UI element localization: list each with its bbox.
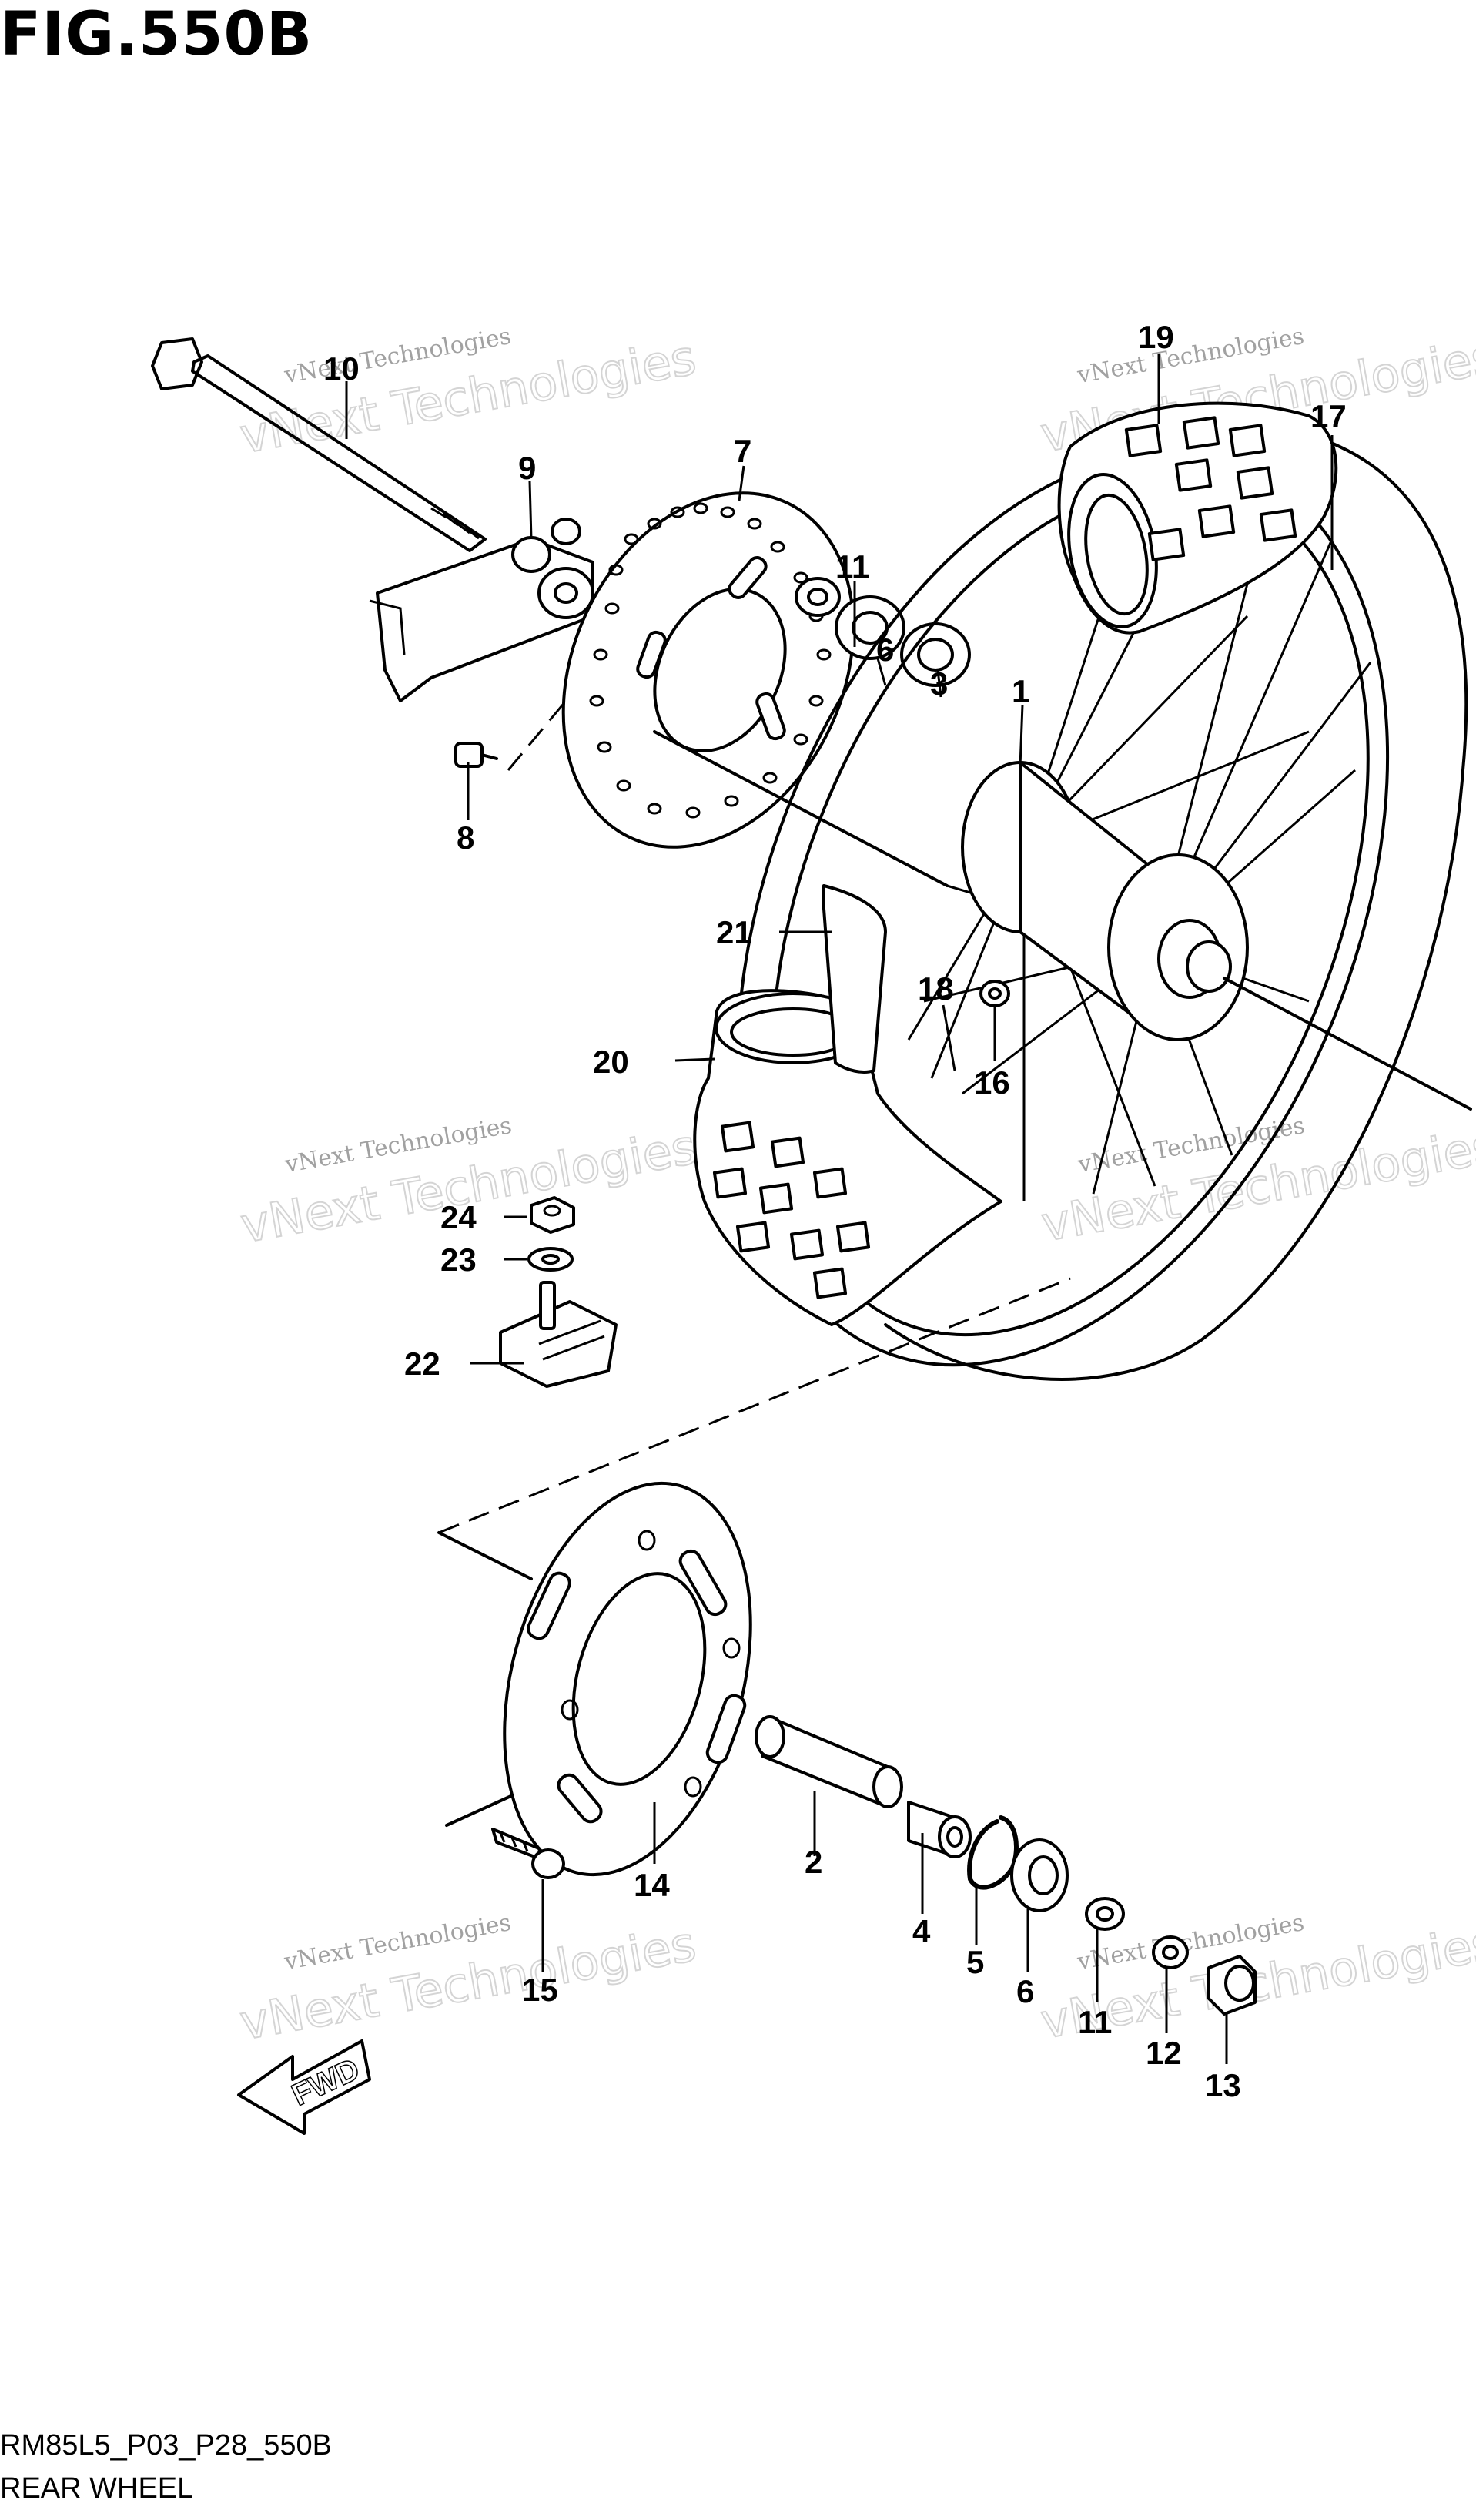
axle-centerline (653, 730, 949, 887)
spoke-nipple-part (979, 980, 1010, 1007)
rim-band-part (822, 884, 887, 1074)
bearing-lower-part (1010, 1838, 1069, 1912)
figure-code: RM85L5_P03_P28_550B (0, 2429, 333, 2461)
collar-lower-part (1085, 1897, 1125, 1931)
callout-16: 16 (974, 1064, 1010, 1101)
leader-dash-wheel-sprocket (438, 1277, 1071, 1534)
callout-14: 14 (634, 1867, 670, 1903)
tube-valve-part (499, 1281, 618, 1388)
sprocket-part (503, 1481, 752, 1877)
chain-adjuster-part (369, 518, 594, 702)
callout-13: 13 (1205, 2067, 1241, 2103)
callout-6-upper: 6 (876, 632, 894, 668)
axle-nut-part (1207, 1955, 1257, 2016)
callout-1: 1 (1012, 673, 1029, 709)
collar-upper-part (795, 577, 841, 617)
fwd-direction-arrow: FWD (237, 2039, 371, 2135)
callout-19: 19 (1138, 319, 1174, 355)
callout-11-lower: 11 (1078, 2004, 1112, 2040)
callout-leader-lines (345, 354, 1334, 2064)
callout-21: 21 (716, 914, 752, 950)
callout-24: 24 (440, 1199, 477, 1235)
callout-labels: 1 2 3 4 5 6 6 7 8 9 10 11 11 12 13 14 15… (323, 319, 1347, 2103)
callout-17: 17 (1310, 398, 1347, 434)
small-bolt-part (454, 742, 498, 768)
callout-7: 7 (734, 433, 751, 469)
callout-10: 10 (323, 350, 360, 387)
bearing-4-part (907, 1801, 972, 1858)
callout-18: 18 (918, 970, 954, 1007)
nut-part (530, 1196, 575, 1234)
axle-part (151, 337, 487, 552)
callout-20: 20 (593, 1044, 629, 1080)
watermark-bottom-left: vNext Technologies vNext Technologies (235, 1909, 701, 2052)
brake-disc-part (561, 491, 855, 849)
callout-6-lower: 6 (1016, 1973, 1034, 2009)
figure-title: FIG.550B (0, 0, 313, 69)
spacer-part (755, 1715, 903, 1808)
tire-knobs-top-part (1057, 401, 1338, 635)
callout-3: 3 (930, 665, 948, 702)
figure-name: REAR WHEEL (0, 2472, 194, 2505)
callout-11-upper: 11 (835, 548, 869, 585)
hub-part (961, 761, 1249, 1041)
callout-4: 4 (912, 1913, 931, 1949)
callout-8: 8 (457, 819, 474, 856)
callout-23: 23 (440, 1242, 477, 1278)
callout-12: 12 (1146, 2035, 1182, 2071)
callout-2: 2 (805, 1844, 822, 1880)
sprocket-bolt-part (491, 1828, 565, 1879)
circlip-part (967, 1815, 1019, 1890)
callout-9: 9 (518, 450, 536, 486)
washer-12-part (1152, 1935, 1189, 1969)
watermark-top-left: vNext Technologies vNext Technologies (235, 323, 701, 465)
sprocket-guide-line (437, 1531, 533, 1580)
washer-part (527, 1247, 574, 1272)
bearing-upper-part (835, 595, 905, 660)
callout-5: 5 (966, 1944, 984, 1980)
axle-centerline-right (1223, 977, 1472, 1111)
bearing-3-part (900, 622, 971, 687)
callout-15: 15 (522, 1972, 558, 2008)
callout-22: 22 (404, 1345, 440, 1382)
